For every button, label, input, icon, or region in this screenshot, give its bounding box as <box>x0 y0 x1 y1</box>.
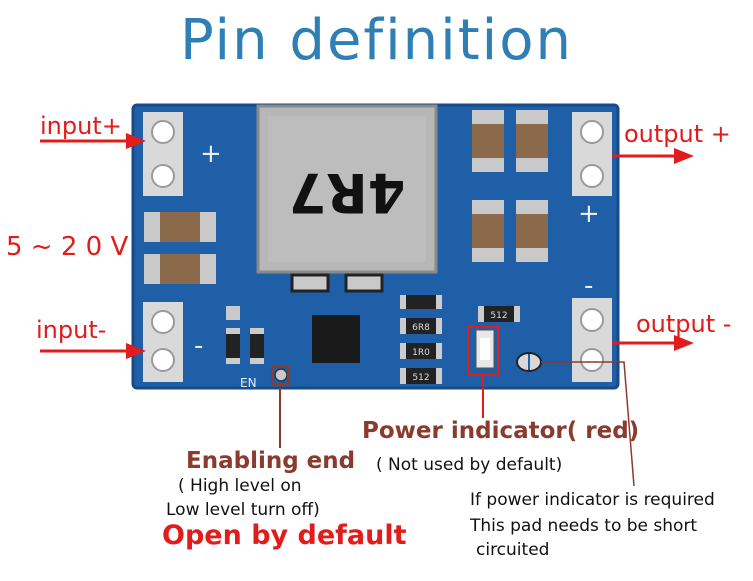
enable-pad <box>274 368 288 382</box>
arrow-input-plus <box>40 133 146 149</box>
resistor-6r8-label: 6R8 <box>412 323 430 333</box>
voltage-range-label: 5 ~ 2 0 V <box>6 232 129 262</box>
input-minus-label: input- <box>36 316 107 344</box>
power-indicator-title: Power indicator( red) <box>362 418 640 444</box>
resistor-1r0: 1R0 <box>400 343 442 359</box>
resistor-512-a-label: 512 <box>412 373 429 383</box>
resistor-small-2 <box>250 328 264 364</box>
output-minus-pads <box>572 298 612 382</box>
diode-1 <box>290 273 330 293</box>
arrow-output-plus <box>612 148 694 164</box>
input-capacitor-2 <box>144 254 216 284</box>
input-minus-pads <box>143 302 183 382</box>
output-plus-pads <box>572 112 612 196</box>
arrow-output-minus <box>612 335 694 351</box>
input-capacitor-1 <box>144 212 216 242</box>
power-indicator-note: ( Not used by default) <box>376 455 563 475</box>
enable-default: Open by default <box>162 520 407 551</box>
resistor-512-b: 512 <box>478 306 520 322</box>
enable-note-1: ( High level on <box>178 476 302 496</box>
input-plus-label: input+ <box>40 112 122 140</box>
page-title: Pin definition <box>180 8 573 73</box>
output-capacitor-2 <box>516 110 548 172</box>
output-capacitor-1 <box>472 110 504 172</box>
resistor-top <box>400 295 442 309</box>
output-capacitor-3 <box>472 200 504 262</box>
short-note-3: circuited <box>476 540 550 560</box>
silk-plus-right: + <box>578 199 600 229</box>
leader-short-pad <box>541 361 635 487</box>
enable-title: Enabling end <box>186 448 356 474</box>
inductor-marking: 4R7 <box>289 161 406 224</box>
resistor-6r8: 6R8 <box>400 318 442 334</box>
short-note-2: This pad needs to be short <box>470 516 698 536</box>
short-note-1: If power indicator is required <box>470 490 715 510</box>
input-plus-pads <box>143 112 183 196</box>
resistor-small-1 <box>226 328 240 364</box>
silk-en: EN <box>240 376 257 390</box>
output-plus-label: output + <box>624 120 731 148</box>
diode-2 <box>344 273 384 293</box>
output-capacitor-4 <box>516 200 548 262</box>
output-minus-label: output - <box>636 310 732 338</box>
silk-minus-left: - <box>194 331 203 361</box>
resistor-512-a: 512 <box>400 368 442 384</box>
arrow-input-minus <box>40 343 146 359</box>
regulator-ic <box>312 315 360 363</box>
resistor-1r0-label: 1R0 <box>412 348 430 358</box>
resistor-512-b-label: 512 <box>490 311 507 321</box>
silk-minus-right: - <box>584 271 593 301</box>
silk-plus-left: + <box>200 139 222 169</box>
enable-note-2: Low level turn off) <box>166 500 320 520</box>
